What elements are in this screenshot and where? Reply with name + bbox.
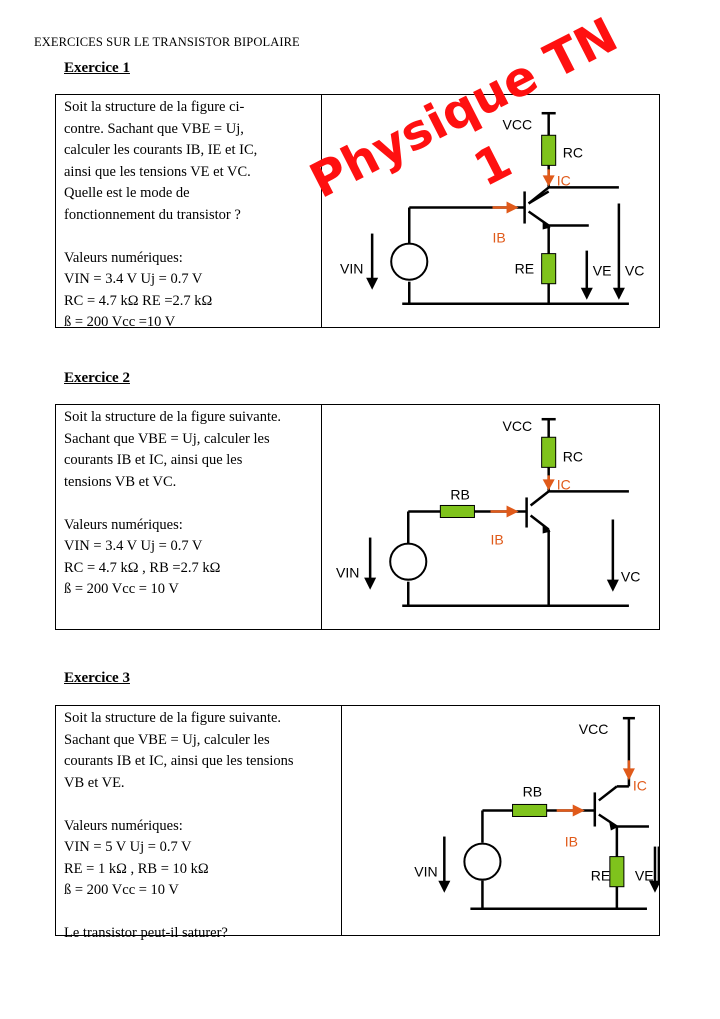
ic-label: IC xyxy=(557,476,571,492)
value-line: VIN = 5 V Uj = 0.7 V xyxy=(64,839,192,855)
exercise-2-circuit-figure: VCC RC IC RB IB VIN VC xyxy=(322,405,659,629)
statement-line: contre. Sachant que VBE = Uj, xyxy=(64,120,244,137)
values-title: Valeurs numériques: xyxy=(64,249,183,266)
statement-line: fonctionnement du transistor ? xyxy=(64,206,241,223)
value-line: RE = 1 kΩ , RB = 10 kΩ xyxy=(64,860,209,877)
ic-label: IC xyxy=(557,172,571,188)
exercise-2-title: Exercice 2 xyxy=(64,370,130,386)
ic-label: IC xyxy=(633,777,647,793)
document-header: EXERCICES SUR LE TRANSISTOR BIPOLAIRE xyxy=(34,35,300,49)
statement-line: Sachant que VBE = Uj, calculer les xyxy=(64,430,270,447)
ve-label: VE xyxy=(593,263,612,279)
vcc-label: VCC xyxy=(503,418,533,434)
values-title: Valeurs numériques: xyxy=(64,516,183,533)
exercise-3-box: Soit la structure de la figure suivante.… xyxy=(55,705,660,941)
vcc-label: VCC xyxy=(579,721,609,737)
statement-line: courants IB et IC, ainsi que les xyxy=(64,452,243,468)
rb-label: RB xyxy=(523,783,543,799)
exercise-1-box: Soit la structure de la figure ci- contr… xyxy=(55,94,660,330)
statement-line: Soit la structure de la figure suivante. xyxy=(64,710,282,726)
circuit-diagram: VCC RC IC RB IB VIN VC xyxy=(336,417,641,608)
value-line: ß = 200 Vcc = 10 V xyxy=(64,581,179,597)
value-line: RC = 4.7 kΩ , RB =2.7 kΩ xyxy=(64,559,221,576)
statement-line: ainsi que les tensions VE et VC. xyxy=(64,163,251,180)
value-line: VIN = 3.4 V Uj = 0.7 V xyxy=(64,538,203,554)
rc-label: RC xyxy=(563,448,583,464)
value-line: ß = 200 Vcc = 10 V xyxy=(64,882,179,898)
vcc-label: VCC xyxy=(503,116,533,132)
exercise-3-circuit-figure: VCC IC RB IB RE VIN VE xyxy=(342,706,659,935)
re-label: RE xyxy=(515,261,535,277)
exercise-3-statement: Soit la structure de la figure suivante.… xyxy=(56,706,342,941)
ib-label: IB xyxy=(491,532,504,548)
value-line: RC = 4.7 kΩ RE =2.7 kΩ xyxy=(64,292,213,309)
vin-label: VIN xyxy=(414,864,437,880)
rb-label: RB xyxy=(450,486,470,502)
statement-line: courants IB et IC, ainsi que les tension… xyxy=(64,753,294,769)
ve-label: VE xyxy=(635,868,654,884)
statement-line: Soit la structure de la figure suivante. xyxy=(64,409,282,425)
vc-label: VC xyxy=(621,569,641,585)
exercise-2-statement: Soit la structure de la figure suivante.… xyxy=(56,405,322,629)
vin-label: VIN xyxy=(336,565,359,581)
exercise-1-circuit-figure: VCC RC IC IB RE VIN VE VC xyxy=(322,95,659,327)
statement-line: Soit la structure de la figure ci- xyxy=(64,99,245,115)
statement-line: Sachant que VBE = Uj, calculer les xyxy=(64,731,270,748)
values-title: Valeurs numériques: xyxy=(64,817,183,834)
statement-line: tensions VB et VC. xyxy=(64,473,177,490)
circuit-diagram: VCC IC RB IB RE VIN VE xyxy=(414,716,659,911)
exercise-2-box: Soit la structure de la figure suivante.… xyxy=(55,404,660,630)
ib-label: IB xyxy=(493,230,506,246)
vin-label: VIN xyxy=(340,261,363,277)
circuit-diagram: VCC RC IC IB RE VIN VE VC xyxy=(340,111,645,306)
re-label: RE xyxy=(591,868,611,884)
statement-line: VB et VE. xyxy=(64,774,125,791)
statement-line: calculer les courants IB, IE et IC, xyxy=(64,142,258,158)
value-line: ß = 200 Vcc =10 V xyxy=(64,314,176,330)
exercise-1-statement: Soit la structure de la figure ci- contr… xyxy=(56,95,322,330)
exercise-3-title: Exercice 3 xyxy=(64,670,130,686)
vc-label: VC xyxy=(625,263,645,279)
exercise-1-title: Exercice 1 xyxy=(64,60,130,76)
ib-label: IB xyxy=(565,834,578,850)
statement-line: Quelle est le mode de xyxy=(64,185,190,201)
exercise-3-question: Le transistor peut-il saturer? xyxy=(64,925,228,941)
value-line: VIN = 3.4 V Uj = 0.7 V xyxy=(64,271,203,287)
rc-label: RC xyxy=(563,144,583,160)
